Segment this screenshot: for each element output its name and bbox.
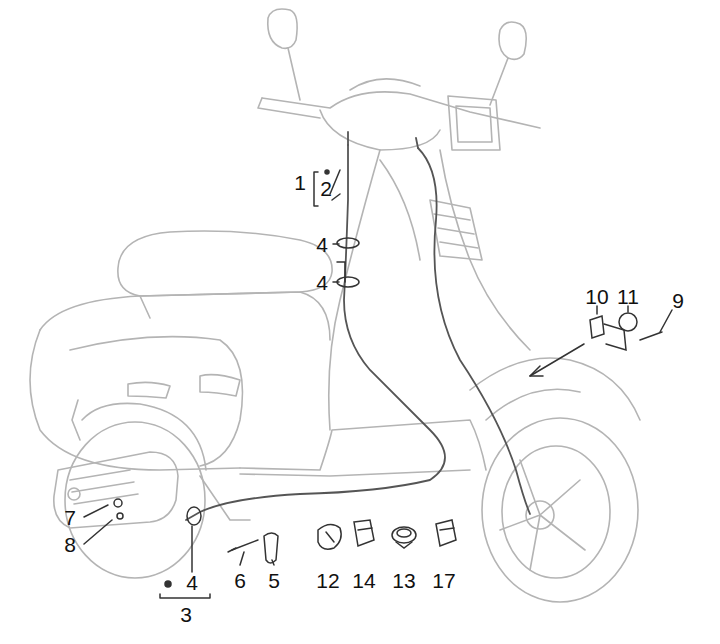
callout-number: 11 — [617, 286, 639, 307]
callout-number: 7 — [64, 507, 76, 528]
callout-number: 4 — [316, 234, 328, 255]
callout-number: 17 — [432, 570, 455, 591]
callout-number: 5 — [268, 570, 280, 591]
callout-number: 12 — [316, 570, 339, 591]
callout-number: 9 — [672, 290, 684, 311]
callout-number: 13 — [392, 570, 415, 591]
callout-number: 14 — [352, 570, 375, 591]
callout-number: 10 — [585, 286, 608, 307]
callout-number: 1 — [294, 172, 306, 193]
callout-number: 4 — [316, 272, 328, 293]
callout-number: 3 — [180, 604, 192, 625]
callout-number: 6 — [234, 570, 246, 591]
callout-number: 8 — [64, 534, 76, 555]
callout-number: 2 — [320, 178, 332, 199]
callout-number: 4 — [186, 572, 198, 593]
